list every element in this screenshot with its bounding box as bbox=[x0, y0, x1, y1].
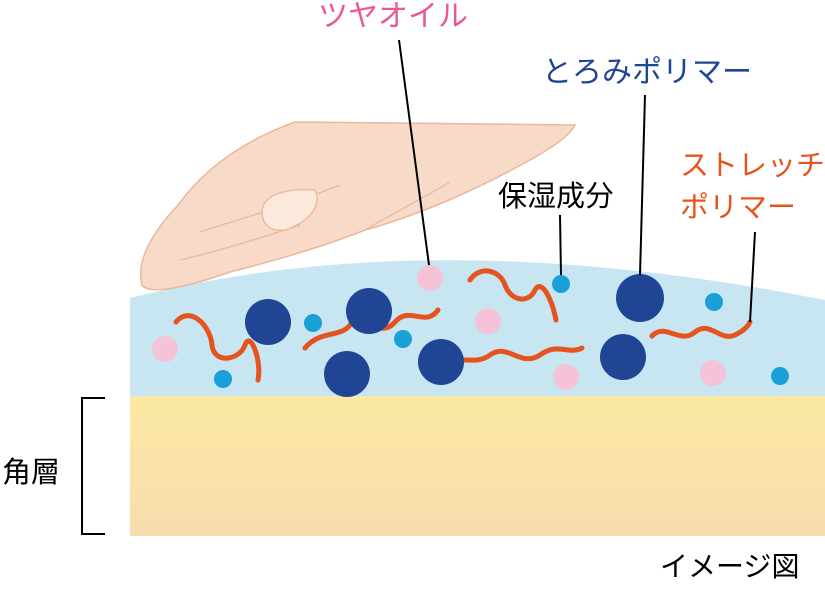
label-stretch-polymer-line2: ポリマー bbox=[680, 190, 796, 224]
moisture-particle bbox=[304, 314, 322, 332]
moisture-particle bbox=[214, 370, 232, 388]
toromi-polymer-particle bbox=[324, 351, 370, 397]
stratum-corneum-bracket bbox=[82, 398, 105, 534]
moisture-particle bbox=[552, 275, 570, 293]
stratum-corneum-layer bbox=[130, 396, 825, 536]
tsuya-oil-particle bbox=[152, 336, 178, 362]
tsuya-oil-particle bbox=[417, 265, 443, 291]
label-tsuya-oil: ツヤオイル bbox=[318, 0, 468, 34]
toromi-polymer-particle bbox=[245, 299, 291, 345]
toromi-polymer-particle bbox=[346, 288, 392, 334]
tsuya-oil-particle bbox=[553, 364, 579, 390]
label-kakuso: 角層 bbox=[2, 455, 60, 489]
toromi-polymer-particle bbox=[600, 334, 646, 380]
label-image-note: イメージ図 bbox=[660, 550, 799, 583]
label-toromi-polymer: とろみポリマー bbox=[542, 55, 752, 90]
moisture-particle bbox=[705, 293, 723, 311]
toromi-polymer-leader bbox=[640, 95, 645, 275]
hoshitsu-leader bbox=[560, 215, 561, 275]
toromi-polymer-particle bbox=[418, 339, 464, 385]
label-stretch-polymer-line1: ストレッチ bbox=[680, 148, 825, 182]
label-hoshitsu: 保湿成分 bbox=[498, 179, 614, 213]
toromi-polymer-particle bbox=[616, 274, 664, 322]
moisture-particle bbox=[771, 367, 789, 385]
tsuya-oil-particle bbox=[700, 360, 726, 386]
moisture-particle bbox=[394, 330, 412, 348]
tsuya-oil-particle bbox=[475, 308, 501, 334]
